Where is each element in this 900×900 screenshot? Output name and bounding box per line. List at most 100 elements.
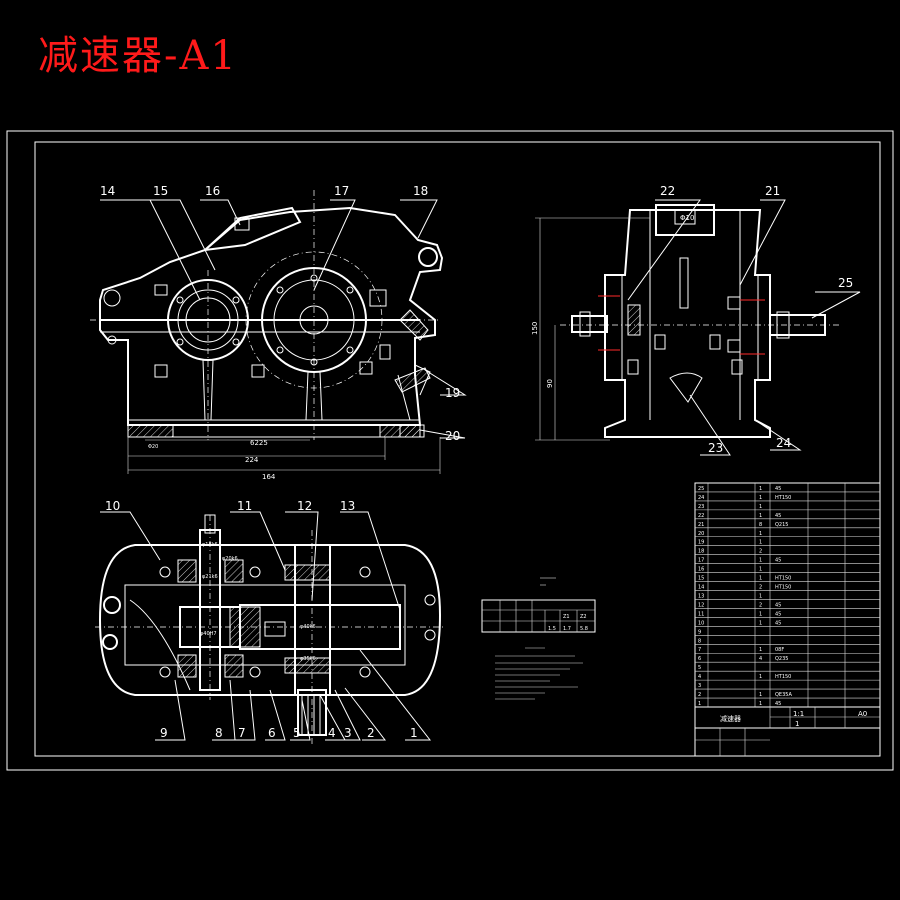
callout-24: 24	[776, 436, 791, 450]
callout-10: 10	[105, 499, 120, 513]
callout-25: 25	[838, 276, 853, 290]
callout-1: 1	[410, 726, 418, 740]
parts-row-qty: 1	[759, 486, 762, 492]
parts-row-qty: 1	[759, 558, 762, 564]
parts-row-qty: 1	[759, 611, 762, 617]
callout-6: 6	[268, 726, 276, 740]
parts-row-number: 5	[698, 665, 701, 671]
parts-row-qty: 1	[759, 701, 762, 707]
parts-row-material: Q215	[775, 522, 788, 528]
parts-row-qty: 1	[759, 620, 762, 626]
callout-4: 4	[328, 726, 336, 740]
tech-v3: 1.5	[548, 626, 556, 632]
parts-row-material: 45	[775, 602, 781, 608]
parts-row-qty: 1	[759, 576, 762, 582]
parts-row-qty: 1	[759, 531, 762, 537]
parts-row-qty: 2	[759, 549, 762, 555]
parts-row-material: 08F	[775, 647, 784, 653]
parts-row-number: 13	[698, 593, 704, 599]
drawing-title: 减速器-A1	[38, 33, 238, 79]
front-view: Φ20 6225 224 164 14 15 16 17 18 19 20	[90, 184, 467, 481]
parts-row-number: 25	[698, 486, 704, 492]
parts-row-number: 7	[698, 647, 701, 653]
parts-row-qty: 8	[759, 522, 762, 528]
callout-23: 23	[708, 441, 723, 455]
parts-row-number: 22	[698, 513, 704, 519]
callout-11: 11	[237, 499, 252, 513]
callout-19: 19	[445, 386, 460, 400]
parts-row-material: HT150	[775, 576, 791, 582]
callout-14: 14	[100, 184, 115, 198]
callout-12: 12	[297, 499, 312, 513]
title-block-qty: 1	[795, 720, 799, 728]
parts-row-number: 17	[698, 558, 704, 564]
dim-center-distance: 6225	[250, 439, 268, 447]
parts-row-number: 20	[698, 531, 704, 537]
parts-row-number: 6	[698, 656, 701, 662]
parts-row-number: 16	[698, 567, 704, 573]
svg-text:φ40H7: φ40H7	[200, 631, 217, 637]
parts-row-qty: 1	[759, 567, 762, 573]
callout-2: 2	[367, 726, 375, 740]
callout-22: 22	[660, 184, 675, 198]
dim-height-shaft: 90	[546, 379, 554, 388]
parts-row-number: 12	[698, 602, 704, 608]
parts-row-material: QE35A	[775, 692, 792, 698]
parts-row-qty: 1	[759, 504, 762, 510]
svg-text:Φ20: Φ20	[148, 444, 158, 450]
parts-row-number: 11	[698, 611, 704, 617]
parts-row-qty: 2	[759, 602, 762, 608]
parts-row-number: 23	[698, 504, 704, 510]
parts-row-material: 45	[775, 611, 781, 617]
parts-row-qty: 1	[759, 647, 762, 653]
sheet-outer-border	[6, 130, 894, 771]
callout-9: 9	[160, 726, 168, 740]
tech-v4: 1.7	[563, 626, 571, 632]
parts-row-qty: 1	[759, 540, 762, 546]
callout-20: 20	[445, 429, 460, 443]
callout-18: 18	[413, 184, 428, 198]
parts-row-qty: 2	[759, 585, 762, 591]
parts-row-material: HT150	[775, 585, 791, 591]
parts-row-qty: 1	[759, 674, 762, 680]
callout-8: 8	[215, 726, 223, 740]
callout-15: 15	[153, 184, 168, 198]
parts-row-number: 19	[698, 540, 704, 546]
parts-row-number: 18	[698, 549, 704, 555]
side-view: Φ10 150 90 22 21	[531, 184, 861, 456]
parts-row-number: 2	[698, 692, 701, 698]
parts-row-material: 45	[775, 486, 781, 492]
parts-row-material: HT150	[775, 674, 791, 680]
parts-row-number: 15	[698, 576, 704, 582]
title-block-sheet: A0	[858, 710, 867, 718]
technical-characteristics: Z1 Z2 1.5 1.7 5.8	[481, 577, 596, 700]
parts-row-number: 24	[698, 495, 704, 501]
parts-row-number: 3	[698, 683, 701, 689]
parts-row-qty: 4	[759, 656, 762, 662]
parts-row-number: 1	[698, 701, 701, 707]
dim-height-total: 150	[531, 322, 539, 335]
parts-row-number: 10	[698, 620, 704, 626]
dim-inner-width: 224	[245, 456, 259, 464]
tech-z1: Z1	[563, 614, 570, 620]
parts-row-number: 21	[698, 522, 704, 528]
parts-row-number: 8	[698, 638, 701, 644]
sheet-inner-border	[34, 141, 881, 757]
callout-13: 13	[340, 499, 355, 513]
tech-z2: Z2	[580, 614, 587, 620]
plan-view: φ18k6 φ20k6 φ21k6 φ40k6 φ35k6 φ40H7	[95, 499, 445, 745]
tech-v5: 5.8	[580, 626, 588, 632]
callout-17: 17	[334, 184, 349, 198]
parts-row-material: HT150	[775, 495, 791, 501]
callout-21: 21	[765, 184, 780, 198]
parts-row-qty: 1	[759, 692, 762, 698]
parts-row-qty: 1	[759, 495, 762, 501]
callout-16: 16	[205, 184, 220, 198]
callout-7: 7	[238, 726, 246, 740]
callout-5: 5	[293, 726, 301, 740]
parts-row-material: 45	[775, 558, 781, 564]
callout-3: 3	[344, 726, 352, 740]
parts-row-material: 45	[775, 701, 781, 707]
